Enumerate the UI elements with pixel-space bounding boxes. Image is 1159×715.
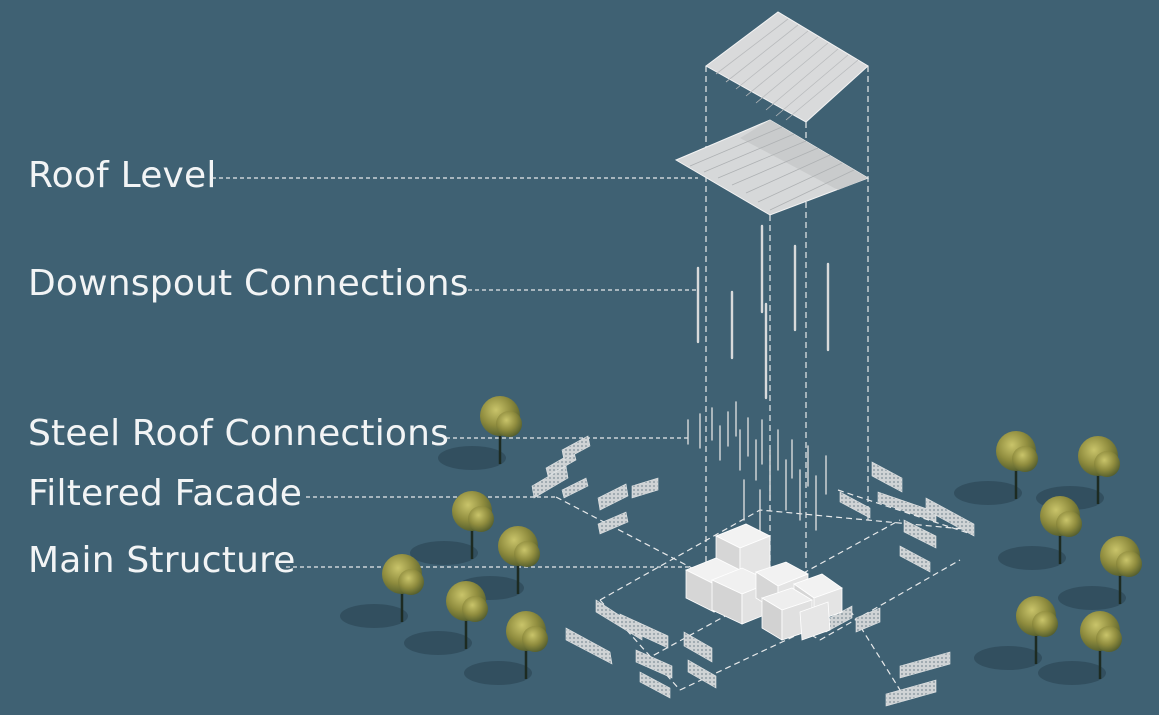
filtered-facade-panels [531,435,975,707]
top-roof-panel [705,11,869,123]
leader-lines [212,177,698,568]
label-downspout-connections: Downspout Connections [28,263,469,304]
tree-8 [1036,436,1120,510]
tree-11 [974,596,1058,670]
tree-6 [464,611,548,685]
trees [340,396,1142,685]
roof-level-panel [674,119,870,216]
tree-1 [438,396,522,470]
main-structure-boxes [685,523,843,641]
tree-10 [1058,536,1142,610]
label-filtered-facade: Filtered Facade [28,473,303,514]
downspout-connections [696,224,830,400]
tree-2 [410,491,494,565]
tree-12 [1038,611,1122,685]
label-roof-level: Roof Level [28,155,217,196]
tree-9 [998,496,1082,570]
steel-roof-connections [687,401,827,541]
tree-5 [404,581,488,655]
box-7 [799,601,831,641]
tree-7 [954,431,1038,505]
tree-4 [340,554,424,628]
label-main-structure: Main Structure [28,540,296,581]
label-steel-roof-connections: Steel Roof Connections [28,413,450,454]
